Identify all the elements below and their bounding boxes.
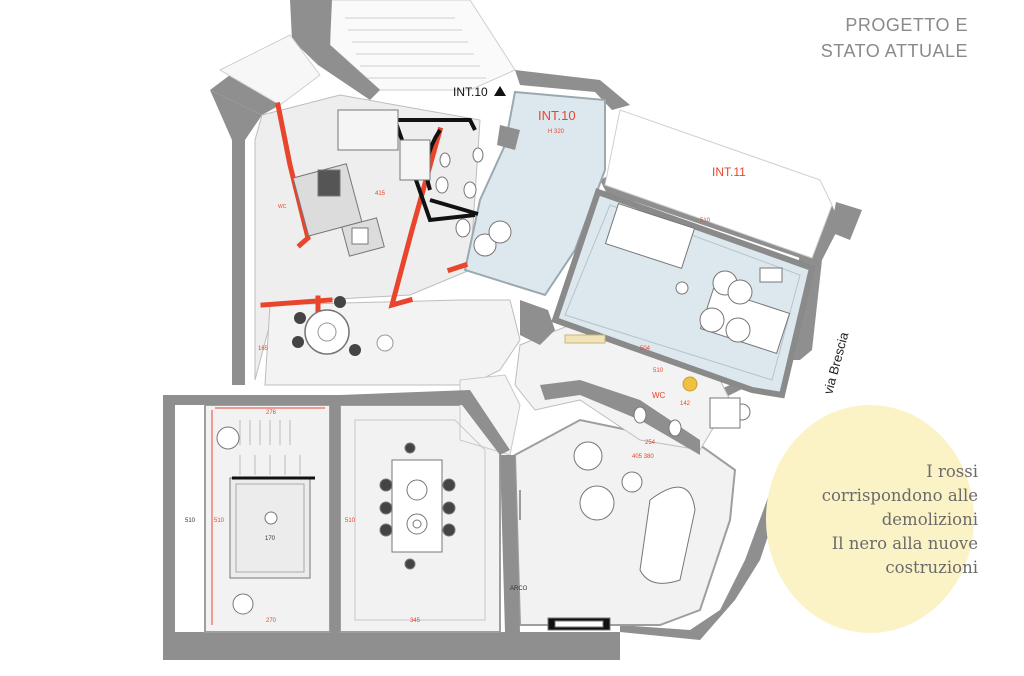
kitchen-fixtures — [292, 109, 431, 257]
wc-small-label: WC — [278, 204, 287, 210]
dim-living-510: 510 — [700, 218, 711, 224]
legend-note: I rossi corrispondono alle demolizioni I… — [780, 460, 978, 580]
dim-dining-345: 345 — [410, 618, 421, 624]
dining-table — [354, 419, 486, 621]
stair-area — [210, 0, 516, 115]
bathroom-fixtures — [564, 334, 751, 437]
dim-left-510: 510 — [185, 518, 196, 524]
dim-arco: ARCO — [510, 586, 528, 592]
round-table — [292, 296, 394, 356]
int10-fixtures — [435, 147, 512, 257]
int10-label: INT.10 — [538, 108, 576, 123]
int11-fixtures — [604, 203, 791, 354]
dim-bath-510: 510 — [653, 368, 664, 374]
dim-bed-170: 170 — [265, 536, 276, 542]
dim-bed-510: 510 — [214, 518, 225, 524]
int10-height: H 320 — [548, 129, 565, 135]
dim-dining-510: 510 — [345, 518, 356, 524]
bedroom-fixtures — [211, 407, 325, 625]
plan-labels: INT.10 INT.10 H 320 INT.11 via Brescia W… — [278, 85, 852, 400]
street-label: via Brescia — [820, 330, 851, 396]
page-title: PROGETTO E STATO ATTUALE — [821, 12, 968, 64]
dimension-labels: 415 510 504 142 254 510 276 510 170 270 … — [185, 191, 711, 624]
legend-note-circle — [766, 405, 974, 633]
north-arrow-icon — [494, 86, 506, 96]
dim-kitchen: 415 — [375, 191, 386, 197]
legend-note-line: demolizioni — [881, 510, 978, 529]
int11-label: INT.11 — [712, 165, 746, 179]
dim-bath-254: 254 — [645, 440, 656, 446]
wc-label: WC — [652, 391, 666, 400]
partition-walls — [205, 125, 700, 632]
legend-note-line: Il nero alla nuove — [831, 534, 978, 553]
dim-bath-142: 142 — [680, 401, 691, 407]
legend-note-line: I rossi — [926, 462, 978, 481]
legend-note-line: corrispondono alle — [821, 486, 978, 505]
dim-lounge: 405 380 — [632, 454, 654, 460]
lounge-fixtures — [519, 441, 696, 631]
int10-arrow-label: INT.10 — [453, 85, 488, 99]
title-line-2: STATO ATTUALE — [820, 41, 968, 61]
dim-living-504: 504 — [640, 346, 651, 352]
dim-left-165: 165 — [258, 346, 269, 352]
title-line-1: PROGETTO E — [845, 15, 968, 35]
dim-bed-276: 276 — [266, 410, 277, 416]
dim-bed-270: 270 — [266, 618, 277, 624]
legend-note-line: costruzioni — [885, 558, 978, 577]
